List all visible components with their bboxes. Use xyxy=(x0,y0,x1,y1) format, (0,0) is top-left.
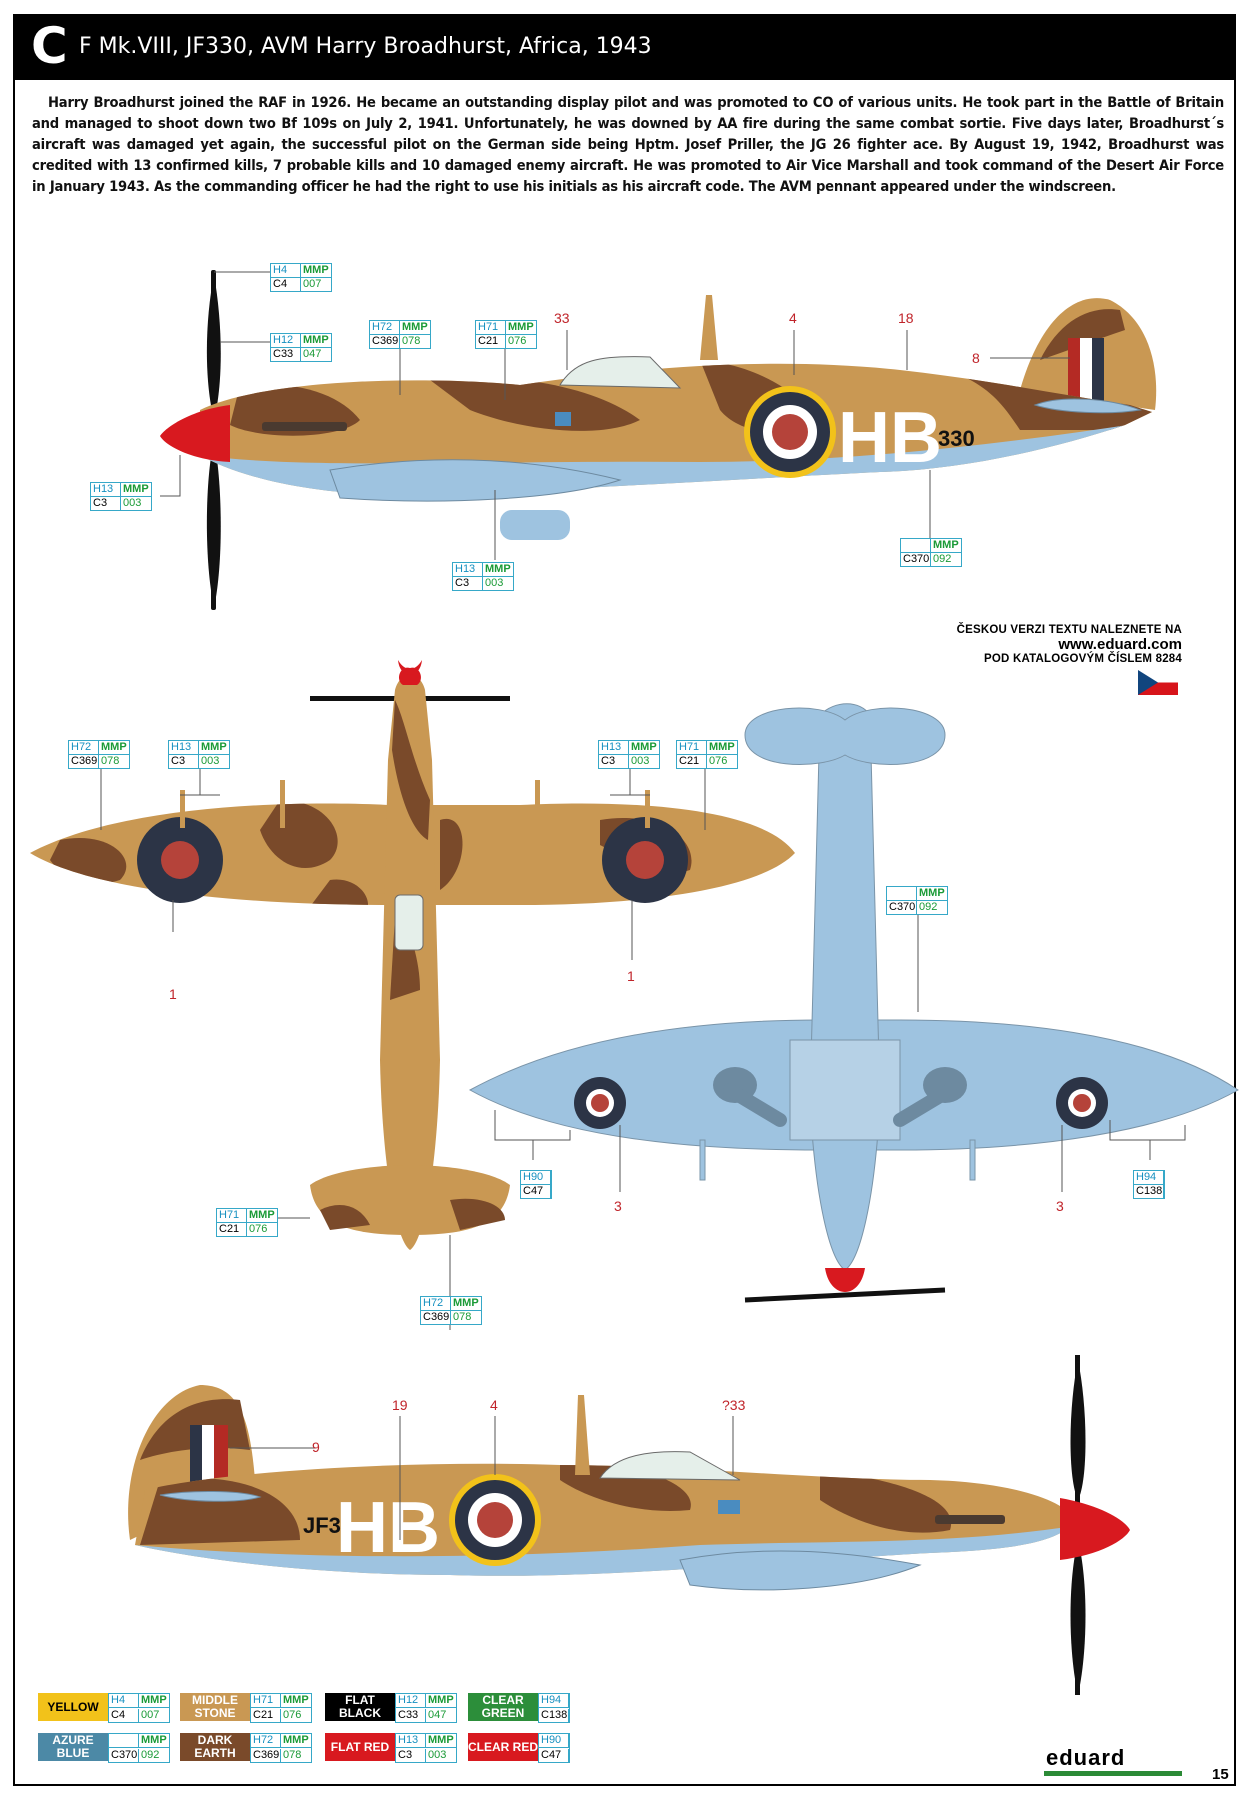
spinner-underside xyxy=(825,1268,865,1292)
marking-number: 9 xyxy=(312,1439,320,1455)
fuselage-underside xyxy=(809,703,881,1271)
profile-letter: C xyxy=(31,17,68,75)
serial-number-right: JF3 xyxy=(303,1513,341,1538)
czech-note: ČESKOU VERZI TEXTU NALEZNETE NA www.edua… xyxy=(920,624,1182,665)
spinner-top xyxy=(398,660,422,675)
underside-view xyxy=(468,703,1239,1303)
czech-flag-icon xyxy=(1138,670,1178,695)
profile-header: C F Mk.VIII, JF330, AVM Harry Broadhurst… xyxy=(13,14,1236,80)
canopy-top xyxy=(394,894,424,951)
profile-title: F Mk.VIII, JF330, AVM Harry Broadhurst, … xyxy=(79,34,652,59)
history-text: Harry Broadhurst joined the RAF in 1926.… xyxy=(32,92,1224,197)
marking-number: 3 xyxy=(1056,1198,1064,1214)
top-view xyxy=(30,660,795,1250)
marking-number: ?33 xyxy=(722,1397,746,1413)
marking-number: 1 xyxy=(169,986,177,1002)
eduard-logo: eduard xyxy=(1044,1745,1182,1776)
marking-number: 18 xyxy=(898,310,914,326)
spinner xyxy=(160,405,230,462)
marking-number: 33 xyxy=(554,310,570,326)
marking-number: 4 xyxy=(490,1397,498,1413)
history-paragraph: Harry Broadhurst joined the RAF in 1926.… xyxy=(32,94,1224,195)
side-view-right: HB JF3 xyxy=(128,1355,1130,1695)
czech-line-3: POD KATALOGOVÝM ČÍSLEM 8284 xyxy=(984,653,1182,665)
serial-number: 330 xyxy=(938,426,975,451)
leader-lines xyxy=(100,271,1186,1540)
marking-number: 3 xyxy=(614,1198,622,1214)
tailplane-underside xyxy=(744,707,946,765)
marking-number: 8 xyxy=(972,350,980,366)
code-letters: HB xyxy=(838,398,942,478)
spinner-right xyxy=(1060,1498,1130,1560)
czech-line-1: ČESKOU VERZI TEXTU NALEZNETE NA xyxy=(956,624,1182,636)
marking-number: 4 xyxy=(789,310,797,326)
canopy xyxy=(559,356,682,389)
side-view-left: HB 330 xyxy=(160,270,1157,610)
canopy-right xyxy=(599,1451,741,1481)
code-letters-right: HB xyxy=(336,1488,440,1568)
marking-number: 19 xyxy=(392,1397,408,1413)
marking-number: 1 xyxy=(627,968,635,984)
czech-url[interactable]: www.eduard.com xyxy=(1058,636,1182,653)
page-number: 15 xyxy=(1212,1766,1229,1783)
